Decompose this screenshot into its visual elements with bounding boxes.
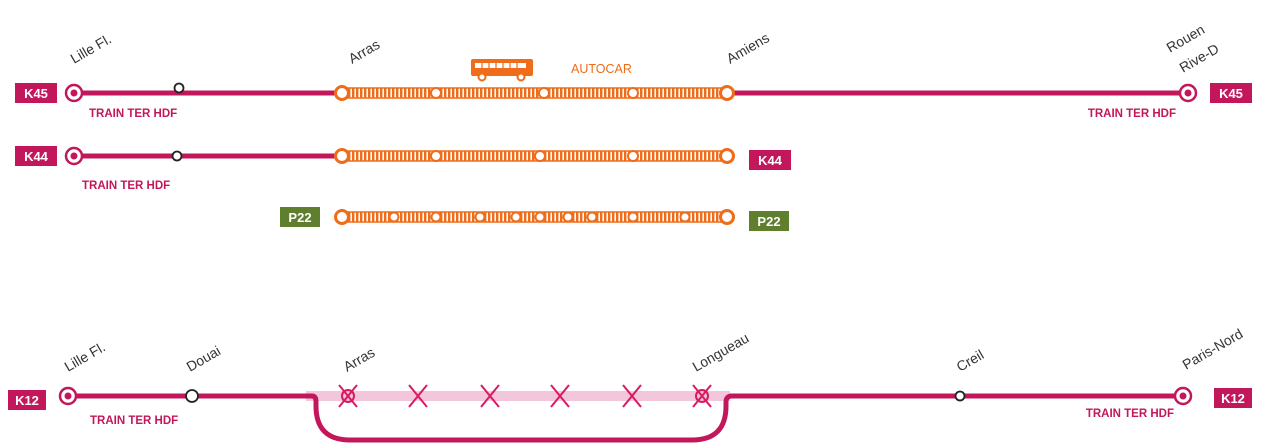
k12-service-left: TRAIN TER HDF [90,415,178,427]
k45-coach-stop[interactable] [627,87,639,99]
p22-terminus-node[interactable] [334,209,350,225]
k45-coach-stop[interactable] [430,87,442,99]
k12-badge-right[interactable] [1214,388,1252,408]
k12-station-creil-node[interactable] [954,390,966,402]
k12-service-right: TRAIN TER HDF [1086,408,1174,420]
p22-coach-stop[interactable] [474,211,486,223]
p22-coach-stop[interactable] [430,211,442,223]
p22-coach-stop[interactable] [627,211,639,223]
k44-badge-right[interactable] [749,150,791,170]
p22-coach-stop[interactable] [562,211,574,223]
line-k44: K44 K44 TRAIN TER HDF [15,146,791,192]
k45-badge-right-label: K45 [1219,86,1243,101]
k44-coach-stop[interactable] [430,150,442,162]
p22-terminus-node[interactable] [719,209,735,225]
k45-coach-label: AUTOCAR [571,62,632,76]
k45-terminus-rouen[interactable] [1178,83,1198,103]
line-p22: P22 P22 [280,207,789,231]
k12-badge-right-label: K12 [1221,391,1245,406]
k12-station-longueau: Longueau [690,330,752,375]
k44-station-node[interactable] [334,148,350,164]
k45-badge-left[interactable] [15,83,57,103]
k45-badge-right[interactable] [1210,83,1252,103]
k44-service-left: TRAIN TER HDF [82,180,170,192]
bus-icon [471,59,533,82]
p22-badge-right[interactable] [749,211,789,231]
k45-station-lille: Lille Fl. [68,31,114,67]
k45-service-right: TRAIN TER HDF [1088,108,1176,120]
p22-badge-right-label: P22 [757,214,780,229]
p22-coach-stop[interactable] [586,211,598,223]
k44-badge-right-label: K44 [758,153,783,168]
k44-terminus-lille[interactable] [64,146,84,166]
cross-icon [480,384,500,408]
k45-terminus-lille[interactable] [64,83,84,103]
k45-station-arras: Arras [346,36,383,67]
p22-badge-left-label: P22 [288,210,311,225]
p22-badge-left[interactable] [280,207,320,227]
k12-station-douai-node[interactable] [185,389,199,403]
p22-coach-stop[interactable] [679,211,691,223]
k44-coach-stop[interactable] [534,150,546,162]
closed-stop-icon [338,384,358,408]
k45-station-arras-node[interactable] [334,85,350,101]
k45-stop[interactable] [173,82,185,94]
k12-terminus-paris[interactable] [1173,386,1193,406]
k12-station-douai: Douai [184,342,224,374]
k44-station-node[interactable] [719,148,735,164]
k44-badge-left[interactable] [15,146,57,166]
line-k45: K45 K45 TRAIN TER HDF TRAIN TER HDF [15,21,1252,120]
k45-station-amiens-node[interactable] [719,85,735,101]
p22-coach-stop[interactable] [534,211,546,223]
k12-station-paris: Paris-Nord [1180,325,1246,372]
k45-coach-segment [341,87,728,99]
k12-station-arras: Arras [341,344,378,375]
cross-icon [550,384,570,408]
k12-station-creil: Creil [954,346,987,374]
line-k12: K12 [8,325,1252,443]
cross-icon [408,384,428,408]
k12-station-lille: Lille Fl. [62,339,108,375]
p22-coach-stop[interactable] [388,211,400,223]
closed-stop-icon [692,384,712,408]
k12-badge-left-label: K12 [15,393,39,408]
k44-coach-stop[interactable] [627,150,639,162]
k44-stop[interactable] [171,150,183,162]
k45-station-amiens: Amiens [724,29,772,66]
k12-disrupted-segment [306,391,730,401]
cross-icon [622,384,642,408]
k45-service-left: TRAIN TER HDF [89,108,177,120]
k45-coach-stop[interactable] [538,87,550,99]
k12-detour [306,393,733,443]
k45-badge-left-label: K45 [24,86,48,101]
k44-badge-left-label: K44 [24,149,49,164]
p22-coach-stop[interactable] [510,211,522,223]
k12-badge-left[interactable] [8,390,46,410]
k12-terminus-lille[interactable] [58,386,78,406]
